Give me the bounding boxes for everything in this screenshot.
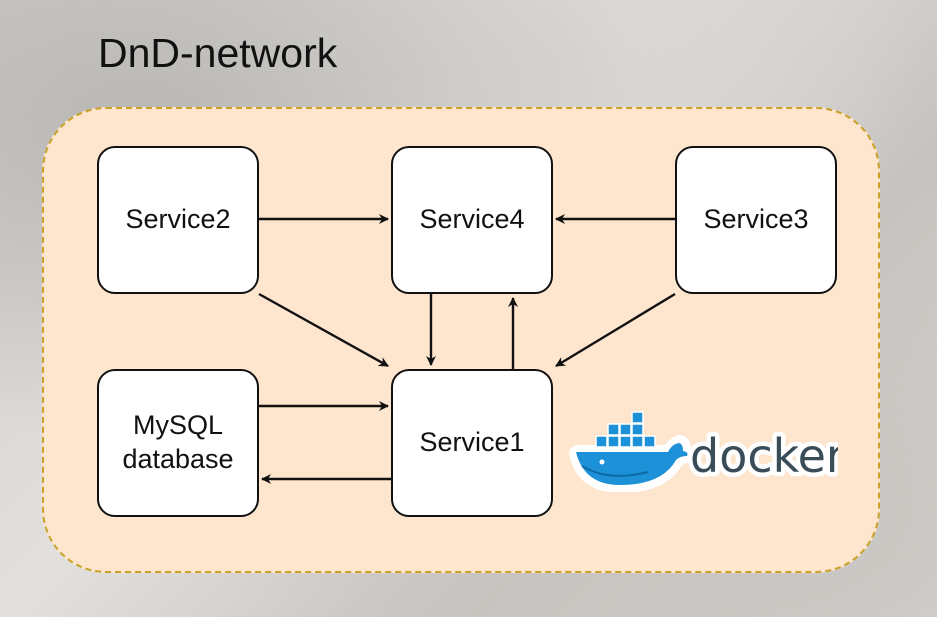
service4-box: Service4	[391, 146, 553, 294]
service1-box: Service1	[391, 369, 553, 517]
docker-logo: docker docker	[569, 411, 838, 492]
service3-box: Service3	[675, 146, 837, 294]
arrow-service2-to-service1	[258, 292, 389, 368]
docker-wordmark-halo: docker	[690, 429, 838, 483]
mysql-label-line1: MySQL	[132, 410, 223, 441]
mysql-label-line2: database	[122, 444, 234, 474]
service1-label: Service1	[419, 427, 525, 458]
docker-whale-icon	[569, 411, 696, 492]
service4-label: Service4	[419, 204, 525, 235]
docker-wordmark: docker	[690, 429, 838, 483]
mysql-database-box: MySQL database	[97, 369, 259, 517]
network-title: DnD-network	[98, 30, 338, 76]
service2-box: Service2	[97, 146, 259, 294]
service3-label: Service3	[703, 204, 809, 235]
service2-label: Service2	[125, 204, 231, 235]
arrow-service3-to-service1	[555, 292, 676, 368]
